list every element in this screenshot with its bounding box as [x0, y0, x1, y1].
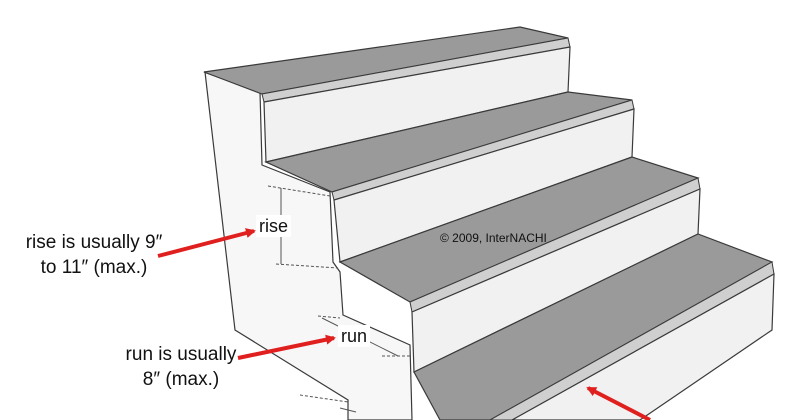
riser-step-0	[510, 272, 775, 420]
rise-note-line1: rise is usually 9″	[25, 232, 163, 253]
rise-label: rise	[256, 215, 292, 237]
run-label: run	[338, 325, 371, 347]
rise-pointer-arrow	[157, 228, 256, 258]
copyright-notice: © 2009, InterNACHI	[440, 231, 547, 245]
run-pointer-arrow	[237, 334, 336, 360]
tread-pointer-arrow	[586, 386, 651, 420]
run-note-line1: run is usually	[125, 344, 237, 365]
rise-note-line2: to 11″ (max.)	[40, 257, 148, 278]
floor-dimension-marks	[299, 394, 357, 413]
rise-note: rise is usually 9″ to 11″ (max.)	[24, 230, 164, 280]
run-note: run is usually 8″ (max.)	[118, 342, 244, 392]
run-note-line2: 8″ (max.)	[142, 369, 220, 390]
